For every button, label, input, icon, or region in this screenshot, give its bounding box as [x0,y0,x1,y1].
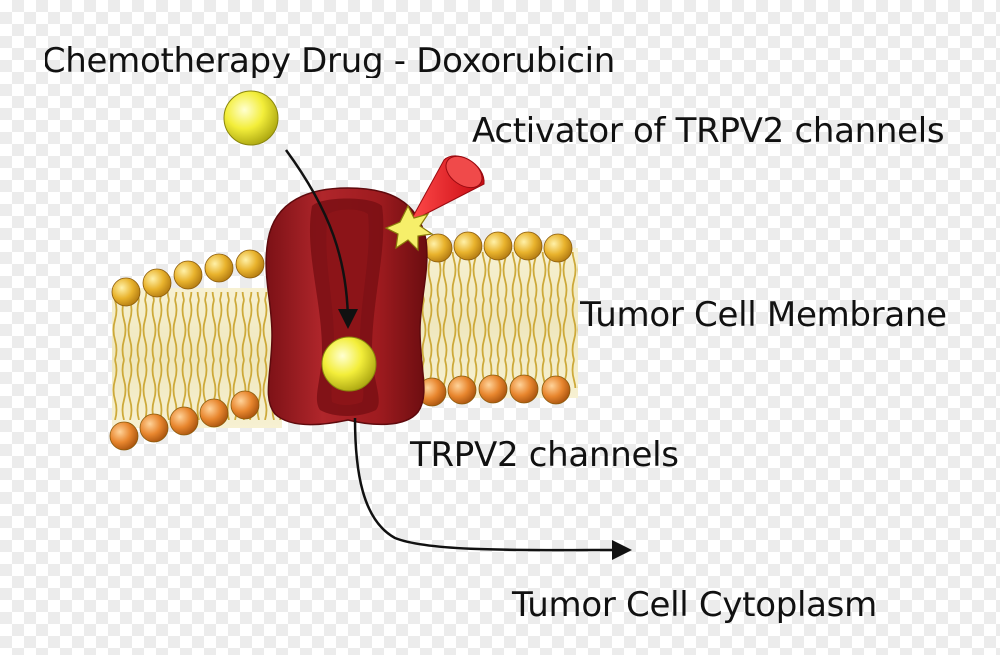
lipid-head [109,421,139,451]
lipid-heads-bottom [109,374,571,451]
lipid-head [483,231,513,261]
lipid-head [169,406,199,436]
activation-star-icon [384,204,434,252]
lipid-head [111,277,141,307]
lipid-head [235,249,265,279]
lipid-head [541,375,571,405]
drug-molecule-outside [223,90,279,146]
lipid-head [204,253,234,283]
lipid-head [453,231,483,261]
lipid-head [543,233,573,263]
cytoplasm-label: Tumor Cell Cytoplasm [512,585,877,625]
lipid-head [142,268,172,298]
membrane-tails-right [410,252,578,388]
lipid-head [447,375,477,405]
lipid-head [478,374,508,404]
lipid-head [509,374,539,404]
membrane-label: Tumor Cell Membrane [580,298,947,332]
lipid-head [173,260,203,290]
activator-cone [408,155,485,224]
channel-label: TRPV2 channels [410,435,679,475]
lipid-head [513,231,543,261]
activator-label: Activator of TRPV2 channels [472,114,945,148]
lipid-head [199,398,229,428]
drug-exit-arrow [353,417,632,561]
drug-molecule-in-channel [321,336,377,392]
lipid-head [423,233,453,263]
lipid-head [139,413,169,443]
activator-cone-mouth [445,155,483,189]
drug-label: Chemotherapy Drug - Doxorubicin [45,44,615,78]
membrane-bilayer [109,231,578,451]
lipid-head [230,390,260,420]
drug-entry-arrow [284,149,358,329]
lipid-heads-top [111,231,573,307]
